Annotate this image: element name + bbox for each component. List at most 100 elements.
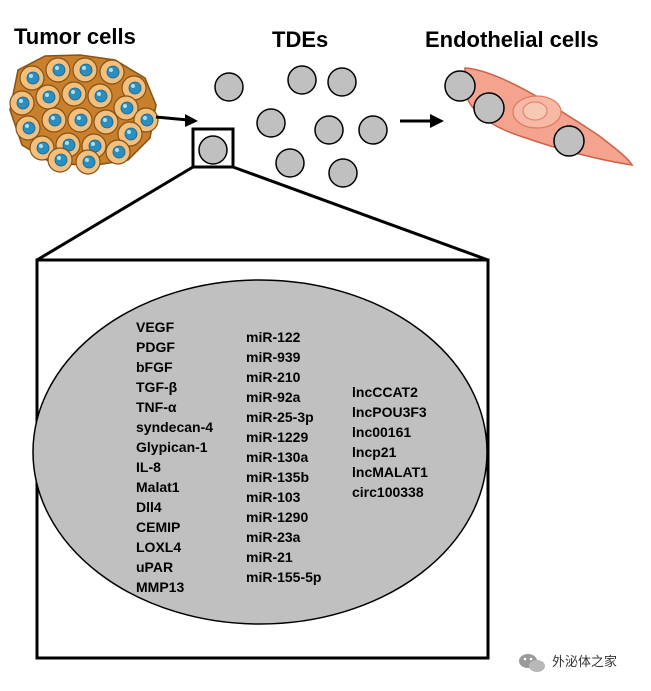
tumor-nucleus-highlight-icon [109,68,113,72]
mirna-cargo-item: miR-939 [246,349,301,365]
protein-cargo-item: Glypican-1 [136,439,208,455]
tumor-nucleus-icon [54,153,68,167]
exosome-cargo-vesicle [32,279,488,625]
lncrna-cargo-item: circ100338 [352,484,424,500]
tumor-nucleus-icon [36,141,50,155]
mirna-cargo-item: miR-1229 [246,429,308,445]
arrow-tde-to-endothelial-icon [400,114,444,128]
protein-cargo-item: LOXL4 [136,539,181,555]
vesicle-icon [358,115,388,145]
tumor-nucleus-highlight-icon [29,74,33,78]
tumor-nucleus-icon [100,115,114,129]
tumor-nucleus-highlight-icon [57,156,61,160]
tumor-nucleus-highlight-icon [127,130,131,134]
protein-cargo-item: PDGF [136,339,175,355]
protein-cargo-item: bFGF [136,359,173,375]
mirna-cargo-list: miR-122 miR-939 miR-210 miR-92a miR-25-3p miR… [246,329,321,585]
vesicle-icon [328,158,358,188]
zoom-line-left [36,165,194,262]
mirna-cargo-item: miR-210 [246,369,301,385]
vesicle-icon [444,70,476,102]
protein-cargo-item: VEGF [136,319,175,335]
protein-cargo-item: TNF-α [136,399,177,415]
tumor-nucleus-highlight-icon [143,116,147,120]
tumor-nucleus-icon [112,145,126,159]
mirna-cargo-item: miR-25-3p [246,409,314,425]
tumor-nucleus-icon [48,113,62,127]
protein-cargo-item: uPAR [136,559,173,575]
tumor-nucleus-icon [16,96,30,110]
mirna-cargo-item: miR-122 [246,329,301,345]
protein-cargo-item: CEMIP [136,519,180,535]
mirna-cargo-item: miR-92a [246,389,301,405]
tumor-nucleus-icon [52,63,66,77]
tumor-nucleus-icon [128,81,142,95]
watermark: 外泌体之家 [519,654,617,672]
tumor-nucleus-icon [124,127,138,141]
tumor-nucleus-highlight-icon [39,144,43,148]
vesicle-icon [553,125,585,157]
tumor-nucleus-highlight-icon [51,116,55,120]
tumor-nucleus-highlight-icon [45,93,49,97]
zoom-line-right [232,165,489,262]
tumor-nucleus-highlight-icon [85,158,89,162]
tumor-nucleus-highlight-icon [25,124,29,128]
tumor-nucleus-icon [94,89,108,103]
protein-cargo-item: syndecan-4 [136,419,213,435]
tumor-nucleus-highlight-icon [103,118,107,122]
vesicle-icon [314,115,344,145]
tumor-nucleus-icon [82,155,96,169]
tumor-nucleus-icon [26,71,40,85]
lncrna-cargo-item: lncMALAT1 [352,464,428,480]
protein-cargo-item: Dll4 [136,499,162,515]
tumor-nucleus-icon [120,101,134,115]
mirna-cargo-item: miR-135b [246,469,309,485]
endothelial-cell-icon [444,67,634,166]
endothelial-cells-title: Endothelial cells [425,27,599,52]
protein-cargo-item: IL-8 [136,459,161,475]
vesicle-icon [198,135,228,165]
mirna-cargo-item: miR-23a [246,529,301,545]
vesicle-icon [275,148,305,178]
tumor-nucleus-highlight-icon [77,116,81,120]
tumor-nucleus-icon [74,113,88,127]
lncrna-cargo-item: lncPOU3F3 [352,404,427,420]
highlighted-vesicle [191,127,235,169]
tumor-nucleus-highlight-icon [71,90,75,94]
tumor-nucleus-highlight-icon [91,142,95,146]
vesicle-icon [214,72,244,102]
mirna-cargo-item: miR-1290 [246,509,308,525]
vesicle-icon [287,65,317,95]
vesicle-icon [327,67,357,97]
mirna-cargo-item: miR-130a [246,449,308,465]
lncrna-cargo-item: lncp21 [352,444,397,460]
mirna-cargo-item: miR-103 [246,489,301,505]
vesicle-icon [256,108,286,138]
tumor-nucleus-icon [140,113,154,127]
tumor-nucleus-highlight-icon [65,141,69,145]
protein-cargo-item: TGF-β [136,379,178,395]
tumor-nucleus-highlight-icon [55,66,59,70]
tumor-nucleus-icon [68,87,82,101]
lncrna-cargo-list: lncCCAT2 lncPOU3F3 lnc00161 lncp21 lncMALAT1… [352,384,428,500]
tdes-title: TDEs [272,27,328,52]
tumor-nucleus-highlight-icon [123,104,127,108]
wechat-icon [519,654,545,672]
tumor-nucleus-icon [22,121,36,135]
lncrna-cargo-item: lnc00161 [352,424,411,440]
tumor-cell-cluster-icon [9,54,159,175]
tumor-nucleus-highlight-icon [115,148,119,152]
tumor-nucleus-highlight-icon [19,99,23,103]
tumor-nucleus-icon [106,65,120,79]
vesicle-icon [473,92,505,124]
arrow-tumor-to-tde-icon [155,114,198,127]
tumor-nucleus-icon [42,90,56,104]
tde-vesicles [214,65,388,188]
protein-cargo-item: MMP13 [136,579,184,595]
tumor-nucleus-highlight-icon [131,84,135,88]
watermark-text: 外泌体之家 [552,654,617,670]
protein-cargo-item: Malat1 [136,479,180,495]
lncrna-cargo-item: lncCCAT2 [352,384,418,400]
